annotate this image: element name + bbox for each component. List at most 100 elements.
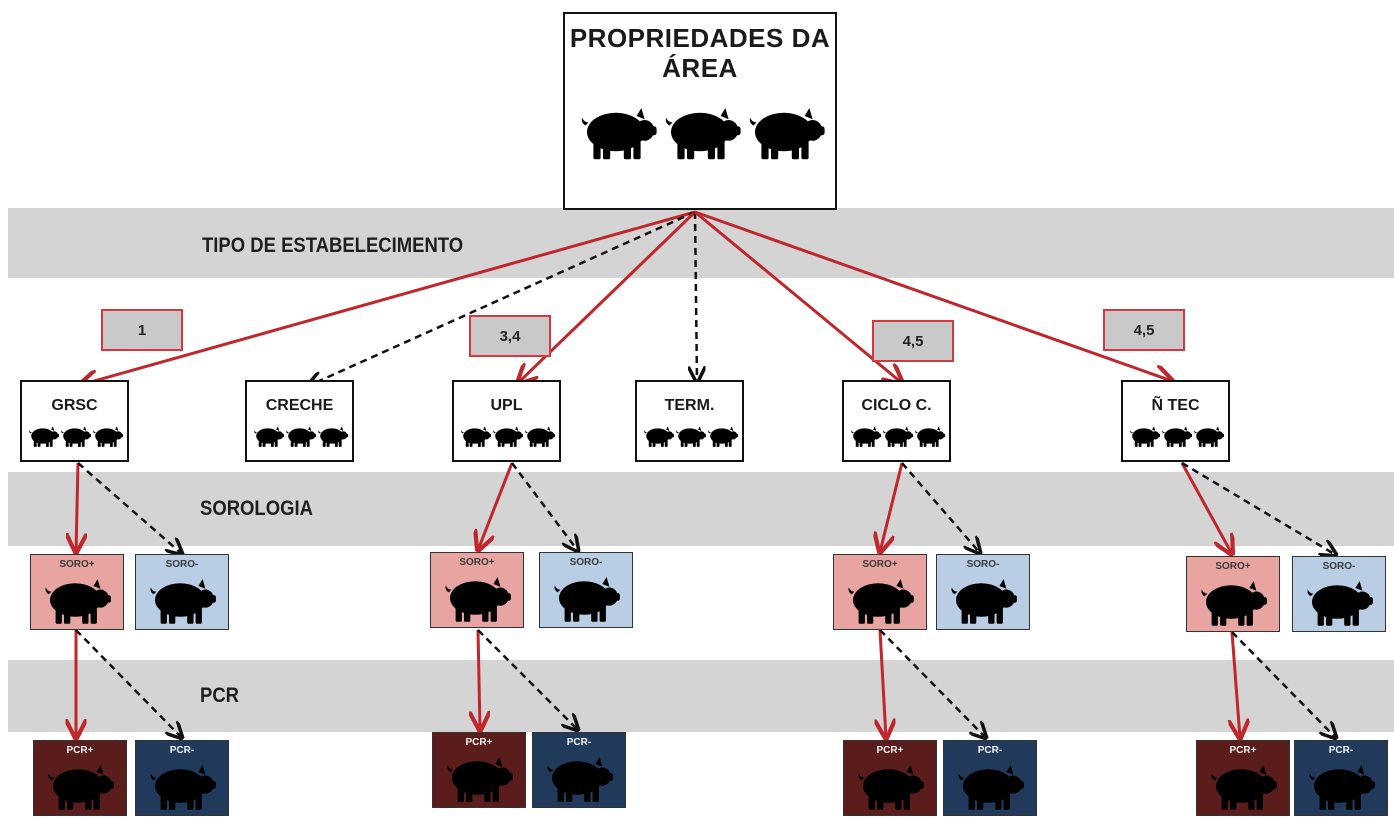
pig-icon xyxy=(1194,426,1225,447)
pig-icon xyxy=(644,426,675,447)
pcr-pos-ciclo: PCR+ xyxy=(843,740,937,816)
soro-neg-upl: SORO- xyxy=(539,552,633,628)
pcr-pos-grsc: PCR+ xyxy=(33,740,127,816)
root-title-line2: ÁREA xyxy=(662,53,738,83)
band-label-establishment: TIPO DE ESTABELECIMENTO xyxy=(202,234,464,257)
pig-icon xyxy=(1162,426,1193,447)
soro-pos-ciclo: SORO+ xyxy=(833,554,927,630)
node-term: TERM. xyxy=(635,380,744,462)
edge-ciclo-pcr-pos xyxy=(880,629,886,738)
node-label: CICLO C. xyxy=(861,397,932,414)
pig-icon xyxy=(915,426,946,447)
tag-ntec: 4,5 xyxy=(1103,309,1185,351)
root-node: PROPRIEDADES DA ÁREA xyxy=(563,12,837,210)
pig-icon xyxy=(951,579,1017,624)
edge-ciclo-soro-neg xyxy=(901,462,980,553)
soro-pos-ntec: SORO+ xyxy=(1186,556,1280,632)
pig-icon xyxy=(1201,581,1267,626)
pig-icon xyxy=(1130,426,1161,447)
edge-upl-pcr-neg xyxy=(477,629,578,730)
edge-grsc-soro-neg xyxy=(77,462,182,554)
node-label: GRSC xyxy=(51,397,98,414)
pcr-neg-ntec: PCR- xyxy=(1294,740,1388,816)
edge-root-grsc xyxy=(80,210,696,385)
pig-icon xyxy=(708,426,739,447)
edge-upl-soro-pos xyxy=(478,462,514,550)
band-label-pcr: PCR xyxy=(200,684,240,707)
pig-icon xyxy=(48,765,114,810)
pig-icon xyxy=(318,426,349,447)
node-ntec: Ñ TEC xyxy=(1121,380,1230,462)
pig-icon xyxy=(749,108,825,160)
edge-ntec-soro-neg xyxy=(1181,461,1336,555)
pig-icon xyxy=(445,577,511,622)
band-serology xyxy=(8,472,1394,546)
edge-root-ciclo xyxy=(694,210,902,383)
leaf-label: PCR- xyxy=(1328,745,1354,756)
leaf-label: PCR- xyxy=(566,737,592,748)
node-label: TERM. xyxy=(664,397,715,414)
leaf-label: PCR+ xyxy=(465,737,493,748)
edge-upl-pcr-pos xyxy=(478,629,480,730)
pig-icon xyxy=(665,108,741,160)
edge-grsc-pcr-neg xyxy=(75,629,182,738)
leaf-label: SORO+ xyxy=(59,559,95,570)
leaf-label: PCR- xyxy=(977,745,1003,756)
pig-icon xyxy=(447,757,513,802)
node-ciclo: CICLO C. xyxy=(842,380,951,462)
pig-icon xyxy=(29,426,60,447)
soro-neg-ntec: SORO- xyxy=(1292,556,1386,632)
soro-pos-upl: SORO+ xyxy=(430,552,524,628)
pig-icon xyxy=(581,108,657,160)
pig-icon xyxy=(493,426,524,447)
leaf-label: SORO- xyxy=(966,559,1000,570)
leaf-label: SORO- xyxy=(1322,561,1356,572)
pcr-neg-upl: PCR- xyxy=(532,732,626,808)
pig-icon xyxy=(461,426,492,447)
node-creche: CRECHE xyxy=(245,380,354,462)
leaf-label: SORO+ xyxy=(459,557,495,568)
leaf-label: SORO+ xyxy=(1215,561,1251,572)
edge-ciclo-pcr-neg xyxy=(879,629,986,738)
pig-icon xyxy=(93,426,124,447)
edge-ntec-soro-pos xyxy=(1180,462,1232,554)
pig-icon xyxy=(150,579,216,624)
leaf-label: PCR+ xyxy=(876,745,904,756)
edge-root-creche xyxy=(308,210,696,386)
pcr-pos-ntec: PCR+ xyxy=(1196,740,1290,816)
pig-icon xyxy=(858,765,924,810)
edge-upl-soro-neg xyxy=(511,462,578,551)
pig-icon xyxy=(848,579,914,624)
pig-icon xyxy=(254,426,285,447)
pig-icon xyxy=(1211,765,1277,810)
node-grsc: GRSC xyxy=(20,380,129,462)
pcr-neg-ciclo: PCR- xyxy=(943,740,1037,816)
pig-icon xyxy=(883,426,914,447)
edge-grsc-soro-pos xyxy=(76,462,78,552)
edge-ntec-pcr-pos xyxy=(1232,631,1240,738)
leaf-label: PCR+ xyxy=(1229,745,1257,756)
edge-root-ntec xyxy=(694,210,1172,381)
edge-root-term xyxy=(695,211,697,382)
soro-neg-ciclo: SORO- xyxy=(936,554,1030,630)
leaf-label: PCR- xyxy=(169,745,195,756)
pig-icon xyxy=(547,757,613,802)
root-title-line1: PROPRIEDADES DA xyxy=(569,23,831,53)
pig-icon xyxy=(851,426,882,447)
band-establishment xyxy=(8,208,1394,278)
edge-ciclo-soro-pos xyxy=(880,462,904,552)
leaf-label: SORO+ xyxy=(862,559,898,570)
pig-icon xyxy=(286,426,317,447)
pig-icon xyxy=(958,765,1024,810)
edge-ntec-pcr-neg xyxy=(1231,631,1336,738)
pig-icon xyxy=(45,579,111,624)
pig-icon xyxy=(1309,765,1375,810)
leaf-label: SORO- xyxy=(569,557,603,568)
pig-icon xyxy=(554,577,620,622)
node-upl: UPL xyxy=(452,380,561,462)
band-label-serology: SOROLOGIA xyxy=(200,497,313,520)
tag-upl: 3,4 xyxy=(469,315,551,357)
leaf-label: SORO- xyxy=(165,559,199,570)
pcr-pos-upl: PCR+ xyxy=(432,732,526,808)
